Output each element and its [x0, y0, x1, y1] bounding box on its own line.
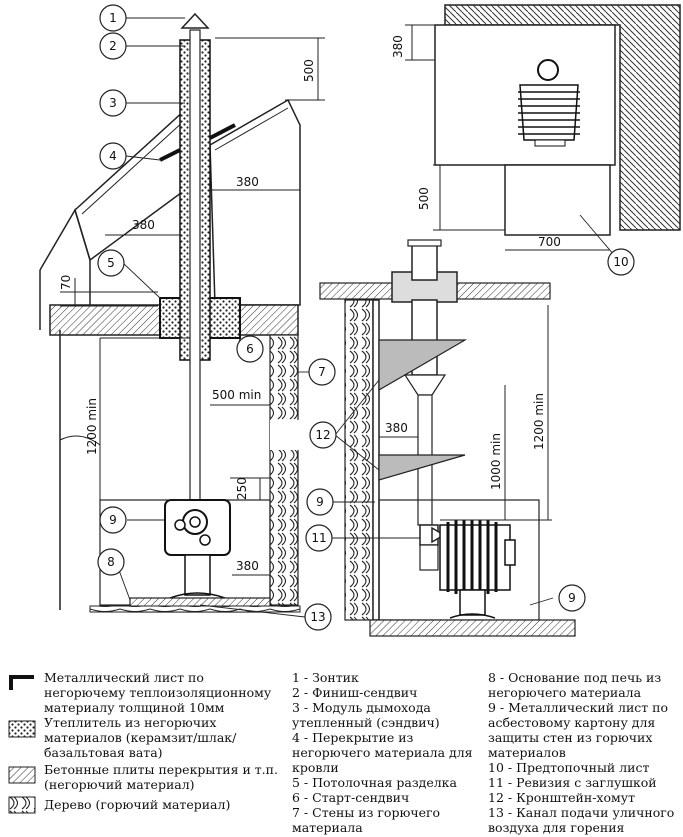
callout-9-middle: 9 [316, 495, 324, 509]
parts-list-2: 8 - Основание под печь из негорючего мат… [488, 670, 680, 835]
callout-13: 13 [310, 610, 325, 624]
dim-1000-min: 1000 min [489, 433, 503, 490]
callout-3: 3 [109, 96, 117, 110]
dim-380-stove: 380 [236, 559, 259, 573]
dim-500-min: 500 min [212, 388, 261, 402]
callout-circles [97, 4, 635, 631]
part-item: 10 - Предтопочный лист [488, 760, 650, 775]
part-item: 7 - Стены из горючего материала [292, 805, 441, 835]
callout-1: 1 [109, 11, 117, 25]
parts-list-1: 1 - Зонтик 2 - Финиш-сендвич 3 - Модуль … [292, 670, 480, 835]
callout-leaders [115, 17, 621, 618]
part-item: 12 - Кронштейн-хомут [488, 790, 635, 805]
dim-500-right: 500 [417, 187, 431, 210]
callout-8: 8 [107, 555, 115, 569]
dim-1200-min-left: 1200 min [85, 398, 99, 455]
dim-380-top-right: 380 [391, 35, 405, 58]
legend-metal-sheet: Металлический лист по негорючему теплоиз… [44, 670, 272, 715]
legend: Металлический лист по негорючему теплоиз… [0, 662, 683, 837]
dimension-lines [60, 24, 610, 576]
part-item: 13 - Канал подачи уличного воздуха для г… [488, 805, 675, 835]
dim-500-top: 500 [302, 59, 316, 82]
callout-7: 7 [318, 365, 326, 379]
dim-1200-min-right: 1200 min [532, 393, 546, 450]
callout-12: 12 [315, 428, 330, 442]
part-item: 2 - Финиш-сендвич [292, 685, 418, 700]
part-item: 5 - Потолочная разделка [292, 775, 457, 790]
dim-380-mid-right: 380 [385, 421, 408, 435]
dim-380-left: 380 [132, 218, 155, 232]
legend-insulation: Утеплитель из негорючих материалов (кера… [44, 715, 237, 760]
callout-6: 6 [246, 342, 254, 356]
callout-11: 11 [311, 531, 326, 545]
wood-icon [8, 796, 36, 814]
chimney-installation-diagram: 1 2 3 4 5 6 7 9 8 13 9 11 12 10 9 500 38… [39, 4, 681, 637]
part-item: 9 - Металлический лист по асбестовому ка… [488, 700, 669, 760]
part-item: 11 - Ревизия с заглушкой [488, 775, 657, 790]
callout-9-right: 9 [568, 591, 576, 605]
part-item: 1 - Зонтик [292, 670, 359, 685]
concrete-icon [8, 766, 36, 784]
callout-2: 2 [109, 39, 117, 53]
part-item: 6 - Старт-сендвич [292, 790, 410, 805]
right-scheme [319, 4, 681, 637]
callout-9-left: 9 [109, 513, 117, 527]
dim-380-roof: 380 [236, 175, 259, 189]
legend-concrete: Бетонные плиты перекрытия и т.п. (негорю… [44, 762, 278, 792]
insulation-icon [8, 720, 36, 738]
part-item: 3 - Модуль дымохода утепленный (сэндвич) [292, 700, 440, 730]
legend-wood: Дерево (горючий материал) [44, 797, 231, 812]
callout-5: 5 [107, 256, 115, 270]
dim-700: 700 [538, 235, 561, 249]
metal-sheet-icon [9, 675, 34, 690]
callout-10: 10 [613, 255, 628, 269]
part-item: 4 - Перекрытие из негорючего материала д… [292, 730, 473, 775]
part-item: 8 - Основание под печь из негорючего мат… [488, 670, 662, 700]
dim-250: 250 [235, 477, 249, 500]
dim-70: 70 [59, 275, 73, 290]
left-scheme [39, 12, 301, 613]
callout-4: 4 [109, 149, 117, 163]
